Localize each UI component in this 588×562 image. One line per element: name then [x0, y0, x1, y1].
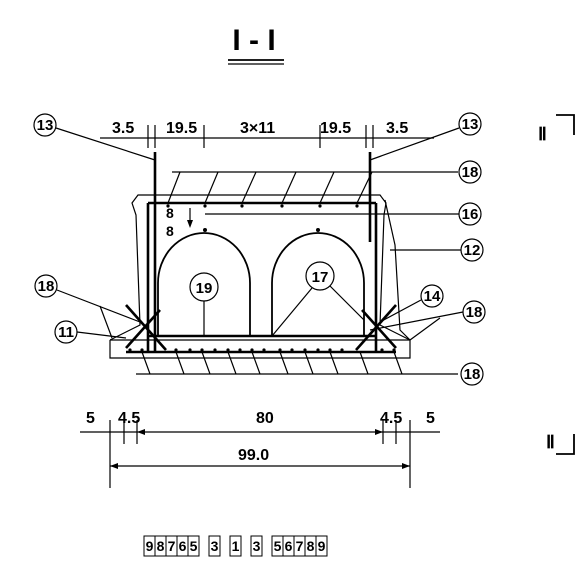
rebar-dots-bottom	[128, 348, 396, 352]
callout-18-bottom-label: 18	[464, 366, 481, 383]
callout-14	[379, 284, 444, 323]
callout-18-top-label: 18	[462, 164, 479, 181]
callout-17-label: 17	[312, 269, 329, 286]
dim-top-5: 3.5	[386, 120, 408, 137]
strip-box	[229, 535, 242, 557]
callout-12-label: 12	[464, 242, 481, 259]
callout-13-left-label: 13	[37, 117, 54, 134]
corner-bars	[125, 304, 397, 351]
callout-18-bottom	[460, 362, 484, 386]
strip-box	[208, 535, 221, 557]
strip-digit: 6	[179, 538, 187, 554]
dim-top-4: 19.5	[320, 120, 351, 137]
svg-text:Ⅱ: Ⅱ	[538, 124, 547, 144]
callout-14-label: 14	[424, 288, 441, 305]
svg-text:Ⅱ: Ⅱ	[546, 432, 555, 452]
callout-13-left	[33, 113, 156, 161]
strip-digit: 9	[318, 538, 326, 554]
dim-total: 99.0	[238, 447, 269, 464]
strip-digit: 8	[307, 538, 315, 554]
svg-text:8: 8	[166, 223, 174, 239]
strip-box	[315, 535, 328, 557]
strip-digit: 8	[157, 538, 165, 554]
dim-bottom-1: 5	[86, 410, 95, 427]
strip-digit: 6	[285, 538, 293, 554]
top-hatch-lines	[167, 171, 458, 204]
strip-digit: 5	[190, 538, 198, 554]
girder-outline	[109, 194, 411, 359]
callout-18-left-label: 18	[38, 278, 55, 295]
bottom-dimension-lines	[80, 420, 440, 488]
strip-digit: 3	[211, 538, 219, 554]
bottom-hatch-lines	[136, 351, 458, 375]
callout-12	[390, 238, 484, 262]
dim-top-2: 19.5	[166, 120, 197, 137]
top-dimension-line	[100, 125, 434, 148]
strip-digit: 9	[146, 538, 154, 554]
strip-digit: 7	[168, 538, 176, 554]
callout-16-label: 16	[462, 206, 479, 223]
strip-digit: 3	[253, 538, 261, 554]
callout-18-right	[369, 300, 486, 341]
callout-11	[54, 320, 127, 344]
duct-right	[271, 228, 365, 336]
strip-digit: 5	[274, 538, 282, 554]
dim-bottom-4: 4.5	[380, 410, 402, 427]
callout-19-label: 19	[196, 280, 213, 297]
callout-19	[189, 272, 219, 336]
dim-top-3: 3×11	[240, 120, 275, 137]
dim-bottom-2: 4.5	[118, 410, 140, 427]
callout-13-right-label: 13	[462, 116, 479, 133]
callout-16	[205, 202, 482, 226]
callout-17	[271, 261, 365, 337]
callout-11-label: 11	[58, 324, 74, 341]
rebar-dots-top	[166, 204, 359, 208]
dim-top-1: 3.5	[112, 120, 134, 137]
section-mark-bottom: Ⅱ	[546, 432, 575, 455]
callout-18-left	[34, 274, 141, 339]
dim-bottom-5: 5	[426, 410, 435, 427]
spacing-mark: 8 8	[166, 205, 193, 239]
strip-digit: 1	[232, 538, 240, 554]
strip-box	[250, 535, 263, 557]
duct-left	[157, 228, 251, 336]
callout-18-top	[458, 160, 482, 184]
strip-digit: 7	[296, 538, 304, 554]
strip-box	[187, 535, 200, 557]
callout-13-right	[369, 112, 482, 161]
dim-bottom-3: 80	[256, 410, 274, 427]
section-mark-top: Ⅱ	[538, 114, 575, 144]
section-title: I - I	[232, 24, 275, 57]
svg-text:8: 8	[166, 205, 174, 221]
callout-18-right-label: 18	[466, 304, 483, 321]
